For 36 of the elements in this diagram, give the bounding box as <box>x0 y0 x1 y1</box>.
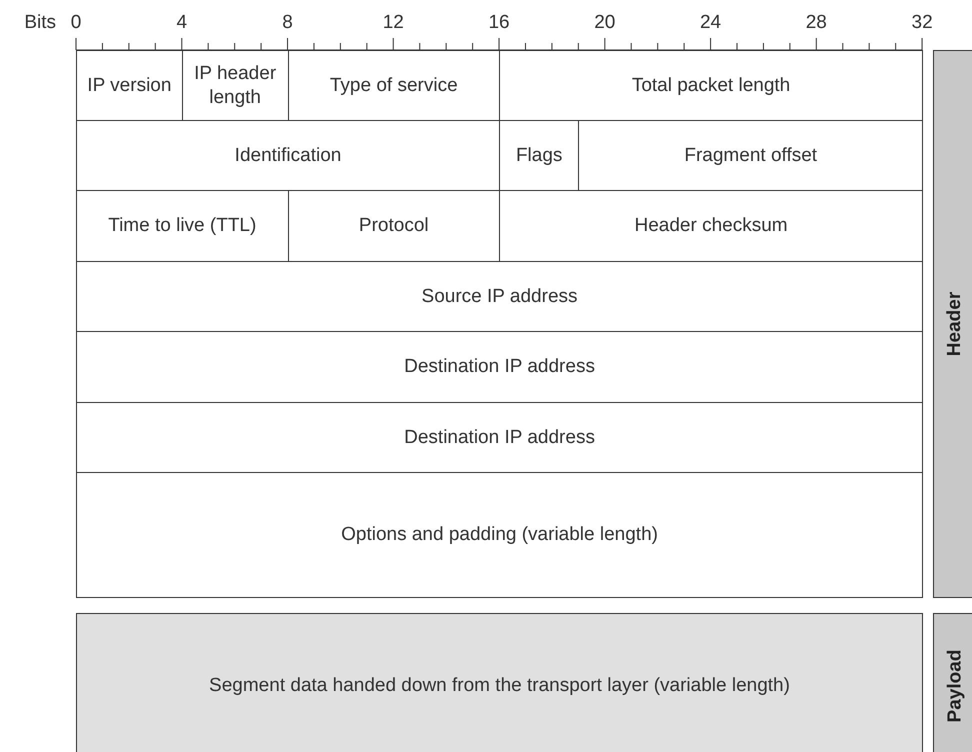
field-label: Source IP address <box>422 284 578 308</box>
field-label: Segment data handed down from the transport layer (variable length) <box>209 674 790 698</box>
bit-number: 24 <box>700 12 722 34</box>
field-label: Type of service <box>330 74 458 98</box>
field-label: Destination IP address <box>404 426 595 450</box>
field-label: Total packet length <box>632 74 790 98</box>
bit-number: 16 <box>488 12 510 34</box>
field-label: Identification <box>234 144 342 168</box>
bit-number: 20 <box>594 12 616 34</box>
field-label: Fragment offset <box>684 144 818 168</box>
field-label: Destination IP address <box>404 355 595 379</box>
section-bar <box>933 613 972 752</box>
payload-field <box>76 613 923 752</box>
field-label: Header <box>944 292 966 356</box>
bit-number: 4 <box>176 12 188 34</box>
field-label: Payload <box>944 649 966 722</box>
header-field <box>76 50 183 121</box>
field-label: IP header length <box>193 62 278 110</box>
bit-number: 32 <box>912 12 933 34</box>
field-label: Header checksum <box>634 214 788 238</box>
section-bar <box>933 50 972 598</box>
header-field <box>76 472 924 598</box>
bit-number: 28 <box>806 12 827 34</box>
header-field <box>76 402 924 473</box>
header-field <box>499 50 924 121</box>
field-label: Protocol <box>358 214 429 238</box>
header-field <box>76 261 924 332</box>
bit-number: 0 <box>70 12 82 34</box>
axis-title: Bits <box>24 12 56 34</box>
bit-number: 12 <box>382 12 404 34</box>
field-label: Options and padding (variable length) <box>341 523 658 547</box>
field-label: IP version <box>87 74 172 98</box>
header-field <box>76 331 924 403</box>
field-label: Time to live (TTL) <box>108 214 256 238</box>
bit-number: 8 <box>282 12 293 34</box>
field-label: Flags <box>516 144 562 168</box>
